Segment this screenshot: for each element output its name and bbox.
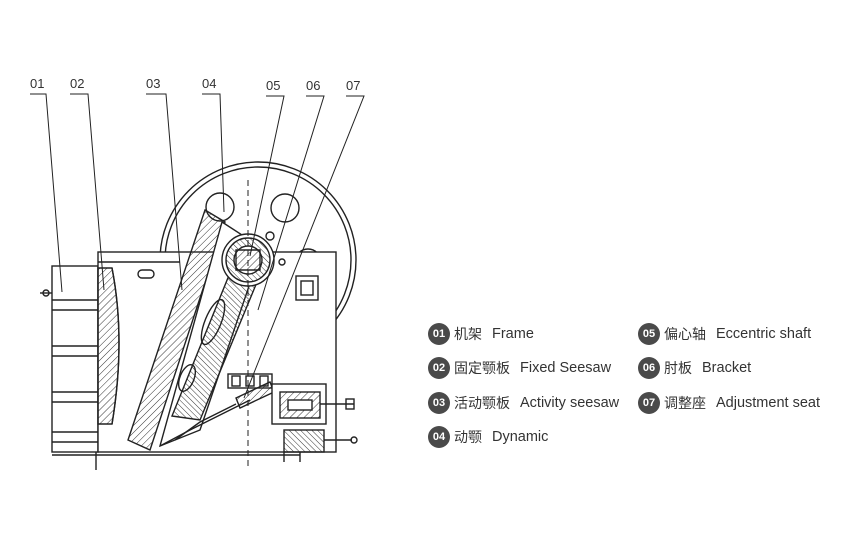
legend-item-fixed-seesaw: 02 固定颚板 Fixed Seesaw [428, 356, 611, 380]
fixed-jaw-plate [97, 267, 120, 425]
legend-badge: 06 [638, 357, 660, 379]
legend-badge: 03 [428, 392, 450, 414]
legend-label-en: Dynamic [492, 429, 549, 445]
legend-label-zh: 调整座 [664, 396, 706, 412]
leader-03 [146, 93, 183, 291]
legend-label-en: Adjustment seat [716, 395, 820, 411]
legend-item-adjustment-seat: 07 调整座 Adjustment seat [638, 391, 820, 415]
crusher-drawing [40, 161, 358, 470]
callout-02: 02 [70, 76, 84, 91]
legend-item-dynamic: 04 动颚 Dynamic [428, 425, 548, 449]
leader-01 [30, 93, 63, 293]
leader-02 [70, 93, 105, 291]
leader-lines [30, 93, 365, 399]
legend-label-en: Activity seesaw [520, 395, 620, 411]
leader-05 [249, 95, 285, 257]
legend-label-zh: 活动颚板 [454, 396, 510, 412]
legend-badge: 02 [428, 357, 450, 379]
legend-label-en: Fixed Seesaw [520, 360, 612, 376]
legend-label-zh: 动颚 [454, 430, 482, 446]
adjustment-seat [271, 383, 358, 462]
legend-item-bracket: 06 肘板 Bracket [638, 356, 751, 380]
callout-04: 04 [202, 76, 216, 91]
callout-06: 06 [306, 78, 320, 93]
legend-label-en: Eccentric shaft [716, 326, 812, 342]
callout-01: 01 [30, 76, 44, 91]
legend-label-zh: 偏心轴 [664, 327, 706, 343]
legend-label-zh: 固定颚板 [454, 361, 510, 377]
legend-badge: 05 [638, 323, 660, 345]
leader-06 [257, 95, 325, 311]
callout-03: 03 [146, 76, 160, 91]
leader-07 [243, 95, 365, 399]
legend-label-en: Frame [492, 326, 534, 342]
legend-badge: 04 [428, 426, 450, 448]
leader-04 [202, 93, 225, 213]
legend-item-eccentric-shaft: 05 偏心轴 Eccentric shaft [638, 322, 811, 346]
legend-item-activity-seesaw: 03 活动颚板 Activity seesaw [428, 391, 619, 415]
legend-label-zh: 机架 [454, 327, 482, 343]
legend-badge: 07 [638, 392, 660, 414]
callout-05: 05 [266, 78, 280, 93]
callout-labels: 01 02 03 04 05 06 07 [30, 76, 360, 93]
callout-07: 07 [346, 78, 360, 93]
legend-badge: 01 [428, 323, 450, 345]
legend-item-frame: 01 机架 Frame [428, 322, 534, 346]
legend-label-en: Bracket [702, 360, 752, 376]
legend-label-zh: 肘板 [664, 361, 692, 377]
